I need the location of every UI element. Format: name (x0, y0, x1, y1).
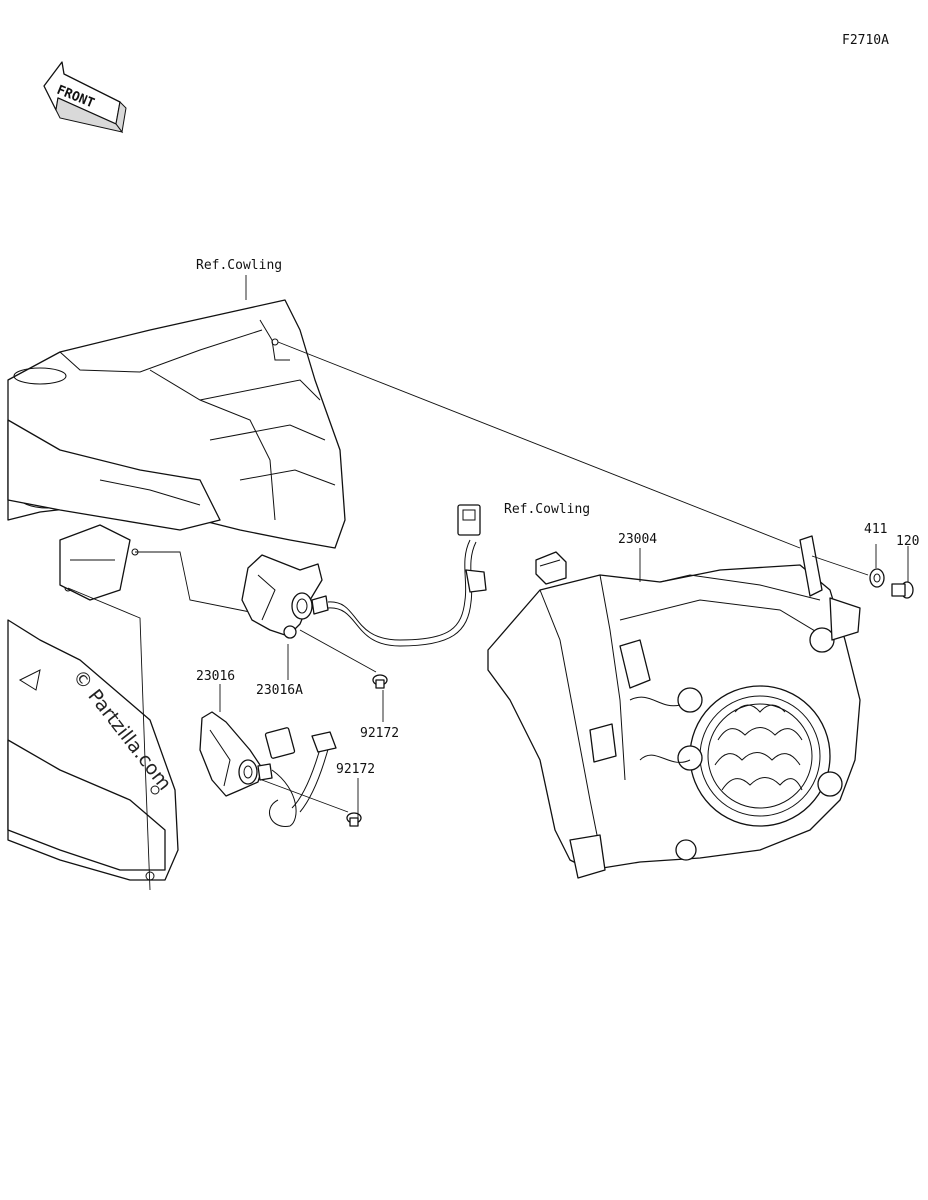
callout-120: 120 (896, 534, 919, 549)
figure-code: F2710A (842, 33, 889, 48)
bolt-120 (891, 581, 914, 599)
front-direction-arrow-icon: FRONT (43, 61, 127, 134)
position-light-23016 (199, 711, 273, 797)
callout-23004: 23004 (618, 532, 657, 547)
callout-23016: 23016 (196, 669, 235, 684)
washer-411 (869, 568, 885, 588)
side-panel-outline (7, 524, 179, 881)
screw-92172-lower (346, 812, 362, 827)
callout-411: 411 (864, 522, 887, 537)
cowling-outline (7, 299, 346, 592)
wire-connector-lower (264, 727, 337, 759)
callout-ref-cowling-top: Ref.Cowling (196, 258, 282, 273)
callout-23016A: 23016A (256, 683, 303, 698)
cowling-connector (535, 551, 567, 585)
callout-ref-cowling-right: Ref.Cowling (504, 502, 590, 517)
screw-92172-upper (372, 674, 388, 689)
headlight-assembly-23004 (487, 535, 861, 879)
callout-92172-lower: 92172 (336, 762, 375, 777)
position-light-23016A (241, 554, 329, 639)
callout-92172-upper: 92172 (360, 726, 399, 741)
wire-connector-upper (457, 504, 487, 593)
